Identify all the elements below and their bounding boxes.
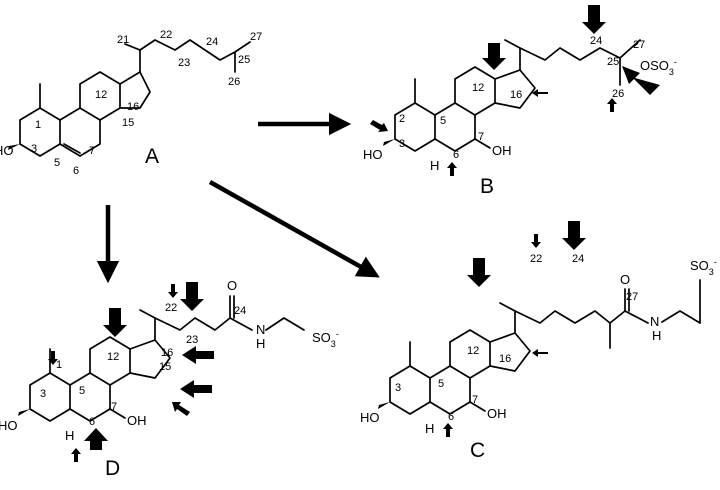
svg-text:16: 16 (510, 89, 522, 101)
svg-text:15: 15 (122, 117, 134, 129)
svg-text:23: 23 (186, 334, 198, 346)
structure-d: HO H OH O N H SO3- 1 3 5 6 7 12 15 16 22… (0, 278, 339, 480)
svg-text:15: 15 (159, 361, 171, 373)
svg-text:6: 6 (89, 416, 95, 428)
label-a: A (145, 145, 159, 168)
label-c: C (470, 439, 485, 462)
svg-text:SO3-: SO3- (690, 257, 717, 277)
svg-text:6: 6 (448, 411, 454, 423)
svg-text:3: 3 (399, 138, 405, 150)
svg-text:21: 21 (117, 34, 129, 46)
svg-text:25: 25 (607, 56, 619, 68)
svg-text:HO: HO (0, 418, 18, 433)
label-d: D (105, 457, 120, 480)
svg-text:26: 26 (612, 88, 624, 100)
svg-text:7: 7 (472, 394, 478, 406)
svg-text:16: 16 (499, 353, 511, 365)
svg-text:OSO3-: OSO3- (640, 57, 677, 77)
svg-text:1: 1 (35, 119, 41, 131)
svg-text:23: 23 (178, 57, 190, 69)
svg-text:16: 16 (161, 347, 173, 359)
svg-text:24: 24 (206, 36, 218, 48)
svg-text:24: 24 (590, 35, 602, 47)
structure-b: HO H OH OSO3- 2 3 5 6 7 12 16 24 25 26 2… (363, 5, 677, 198)
svg-text:N: N (256, 322, 265, 337)
svg-text:6: 6 (453, 149, 459, 161)
svg-text:6: 6 (73, 165, 79, 177)
svg-text:22: 22 (530, 253, 542, 265)
svg-text:H: H (430, 158, 439, 173)
svg-text:26: 26 (228, 76, 240, 88)
svg-text:H: H (425, 421, 434, 436)
svg-text:22: 22 (160, 29, 172, 41)
a-ho-label: HO (0, 143, 14, 158)
structure-a: HO 1 3 5 6 7 12 15 16 21 22 23 24 25 26 … (0, 29, 262, 177)
svg-text:OH: OH (492, 143, 512, 158)
svg-text:16: 16 (127, 101, 139, 113)
svg-text:24: 24 (234, 305, 246, 317)
structure-c: HO H OH O N H SO3- 3 5 6 7 12 16 22 24 2… (360, 221, 717, 462)
svg-text:5: 5 (438, 378, 444, 390)
svg-text:7: 7 (478, 131, 484, 143)
svg-text:HO: HO (363, 147, 383, 162)
svg-text:5: 5 (440, 115, 446, 127)
svg-text:N: N (650, 314, 659, 329)
reaction-arrows (96, 112, 380, 284)
svg-text:25: 25 (238, 54, 250, 66)
svg-text:3: 3 (395, 382, 401, 394)
svg-text:27: 27 (633, 39, 645, 51)
arrow-a-to-c (208, 180, 380, 278)
svg-text:3: 3 (40, 388, 46, 400)
svg-text:2: 2 (399, 113, 405, 125)
svg-text:H: H (256, 336, 265, 351)
svg-text:22: 22 (165, 302, 177, 314)
svg-text:1: 1 (56, 359, 62, 371)
svg-text:OH: OH (127, 413, 147, 428)
svg-text:SO3-: SO3- (312, 329, 339, 349)
svg-text:O: O (227, 278, 237, 293)
svg-text:7: 7 (111, 401, 117, 413)
svg-text:12: 12 (107, 351, 119, 363)
svg-text:O: O (620, 272, 630, 287)
svg-text:27: 27 (250, 31, 262, 43)
label-b: B (480, 175, 494, 198)
svg-text:24: 24 (572, 253, 584, 265)
svg-text:3: 3 (31, 143, 37, 155)
svg-text:HO: HO (360, 410, 380, 425)
svg-text:5: 5 (79, 385, 85, 397)
svg-text:7: 7 (89, 145, 95, 157)
svg-text:12: 12 (95, 89, 107, 101)
svg-text:OH: OH (487, 406, 507, 421)
svg-text:12: 12 (467, 345, 479, 357)
svg-text:27: 27 (626, 291, 638, 303)
svg-text:5: 5 (54, 157, 60, 169)
svg-text:H: H (652, 328, 661, 343)
svg-text:12: 12 (472, 82, 484, 94)
svg-text:H: H (65, 428, 74, 443)
